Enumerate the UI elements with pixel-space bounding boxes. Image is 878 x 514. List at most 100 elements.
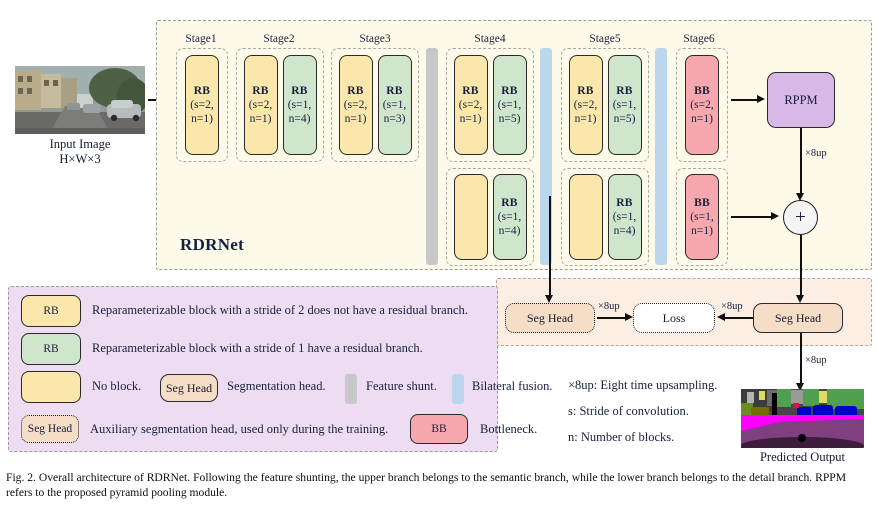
- stage-group-3-upper: RB (s=2, n=1) RB (s=1, n=3): [331, 48, 419, 162]
- block-rb-s1-n4[interactable]: RB (s=1, n=4): [492, 174, 527, 260]
- stage-group-5-upper: RB (s=2, n=1) RB (s=1, n=5): [561, 48, 649, 162]
- arrow-rppm-to-sum-line: [800, 128, 802, 195]
- legend-note-blocks: n: Number of blocks.: [568, 430, 675, 444]
- block-rb-s2-n1[interactable]: RB (s=2, n=1): [243, 55, 278, 155]
- arrow-aux-to-loss-head: [625, 313, 633, 321]
- sum-node[interactable]: +: [783, 200, 818, 235]
- input-image-caption-line2: H×W×3: [59, 152, 101, 166]
- label-output-upsample: ×8up: [805, 355, 827, 366]
- block-count: n=1): [191, 113, 213, 125]
- block-count: n=5): [498, 113, 521, 125]
- arrow-rppm-to-sum-head: [796, 193, 804, 201]
- rppm-label: RPPM: [784, 92, 818, 107]
- arrow-stage6lower-to-sum-head: [771, 212, 779, 220]
- block-rb-s2-n1[interactable]: RB (s=2, n=1): [568, 55, 603, 155]
- loss-label: Loss: [662, 310, 686, 325]
- arrow-main-to-loss-line: [725, 317, 753, 319]
- legend-note-upsample: ×8up: Eight time upsampling.: [568, 378, 718, 392]
- legend-swatch-no-block: [21, 371, 81, 403]
- block-title: BB: [694, 196, 710, 209]
- block-stride: (s=2,: [343, 98, 368, 111]
- legend-text-no-block: No block.: [92, 379, 142, 393]
- block-title: RB: [462, 84, 479, 97]
- legend-swatch-bilateral-fusion: [452, 374, 464, 404]
- legend-text-rb-stride2: Reparameterizable block with a stride of…: [92, 303, 468, 317]
- figure-caption: Fig. 2. Overall architecture of RDRNet. …: [6, 470, 872, 501]
- legend-swatch-bottleneck: BB: [410, 414, 468, 444]
- main-seg-head-label: Seg Head: [774, 310, 822, 325]
- stage-group-2-upper: RB (s=2, n=1) RB (s=1, n=4): [236, 48, 324, 162]
- block-rb-s1-n5[interactable]: RB (s=1, n=5): [607, 55, 642, 155]
- block-rb-s1-n4[interactable]: RB (s=1, n=4): [607, 174, 642, 260]
- block-count: n=4): [498, 225, 521, 237]
- main-seg-head[interactable]: Seg Head: [753, 303, 843, 333]
- stage-label-6: Stage6: [683, 33, 715, 45]
- legend-text-bilateral-fusion: Bilateral fusion.: [472, 379, 553, 393]
- aux-seg-head[interactable]: Seg Head: [505, 303, 595, 333]
- loss-node[interactable]: Loss: [633, 303, 715, 333]
- block-stride: (s=1,: [612, 98, 637, 111]
- block-title: RB: [193, 84, 211, 97]
- arrow-stage6lower-to-sum-line: [731, 216, 773, 218]
- legend-swatch-label: Seg Head: [165, 380, 213, 395]
- arrow-seghead-to-output-line: [800, 333, 802, 385]
- legend-text-feature-shunt: Feature shunt.: [366, 379, 437, 393]
- block-stride: (s=1,: [287, 98, 312, 111]
- legend-swatch-label: RB: [43, 343, 59, 355]
- block-bb-s1-n1[interactable]: BB (s=1, n=1): [685, 174, 719, 260]
- block-stride: (s=2,: [458, 98, 483, 111]
- rppm-module[interactable]: RPPM: [767, 72, 835, 128]
- block-count: n=4): [288, 113, 311, 125]
- legend-text-aux-seg-head: Auxiliary segmentation head, used only d…: [90, 422, 389, 436]
- block-title: RB: [616, 196, 633, 209]
- stage-group-5-lower: RB (s=1, n=4): [561, 168, 649, 266]
- bilateral-fusion-bar-2: [655, 48, 667, 265]
- stage-label-1: Stage1: [185, 33, 217, 45]
- aux-seg-head-label: Seg Head: [526, 310, 574, 325]
- arrow-stage6-to-rppm-head: [757, 95, 765, 103]
- block-bb-s2-n1[interactable]: BB (s=2, n=1): [685, 55, 719, 155]
- label-aux-upsample: ×8up: [598, 301, 620, 312]
- legend-swatch-seg-head: Seg Head: [160, 374, 218, 402]
- block-count: n=3): [383, 113, 406, 125]
- block-stride: (s=1,: [612, 210, 637, 223]
- block-title: RB: [501, 196, 518, 209]
- legend-panel: [8, 286, 498, 452]
- block-rb-s1-n5[interactable]: RB (s=1, n=5): [492, 55, 527, 155]
- block-title: RB: [347, 84, 364, 97]
- block-count: n=1): [574, 113, 597, 125]
- stage-group-6-upper: BB (s=2, n=1): [676, 48, 728, 162]
- block-rb-s2-n1[interactable]: RB (s=2, n=1): [185, 55, 219, 155]
- stage-label-5: Stage5: [589, 33, 621, 45]
- block-title: RB: [386, 84, 403, 97]
- block-stride: (s=2,: [690, 98, 714, 111]
- legend-swatch-label: BB: [431, 423, 447, 435]
- arrow-sum-to-seghead-line: [800, 235, 802, 297]
- arrow-to-aux-seghead-line: [549, 196, 551, 297]
- arrow-aux-to-loss-line: [597, 317, 627, 319]
- sum-symbol: +: [795, 207, 806, 228]
- legend-swatch-rb-stride2: RB: [21, 295, 81, 327]
- block-rb-s2-n1[interactable]: RB (s=2, n=1): [338, 55, 373, 155]
- block-stride: (s=2,: [248, 98, 273, 111]
- arrow-seghead-to-output-head: [796, 383, 804, 391]
- block-stride: (s=1,: [690, 210, 714, 223]
- block-rb-s1-n3[interactable]: RB (s=1, n=3): [377, 55, 412, 155]
- figure-number: Fig. 2.: [6, 471, 36, 484]
- input-image-caption-line1: Input Image: [49, 137, 111, 151]
- legend-text-rb-stride1: Reparameterizable block with a stride of…: [92, 341, 423, 355]
- block-count: n=1): [344, 113, 367, 125]
- block-rb-s2-n1[interactable]: RB (s=2, n=1): [453, 55, 488, 155]
- block-count: n=1): [249, 113, 272, 125]
- stage-label-2: Stage2: [263, 33, 295, 45]
- block-no-block[interactable]: [568, 174, 603, 260]
- block-stride: (s=2,: [573, 98, 598, 111]
- block-no-block[interactable]: [453, 174, 488, 260]
- block-title: RB: [577, 84, 594, 97]
- legend-swatch-label: Seg Head: [27, 423, 73, 435]
- block-rb-s1-n4[interactable]: RB (s=1, n=4): [282, 55, 317, 155]
- arrow-stage6-to-rppm-line: [731, 99, 759, 101]
- block-count: n=1): [459, 113, 482, 125]
- legend-note-stride: s: Stride of convolution.: [568, 404, 689, 418]
